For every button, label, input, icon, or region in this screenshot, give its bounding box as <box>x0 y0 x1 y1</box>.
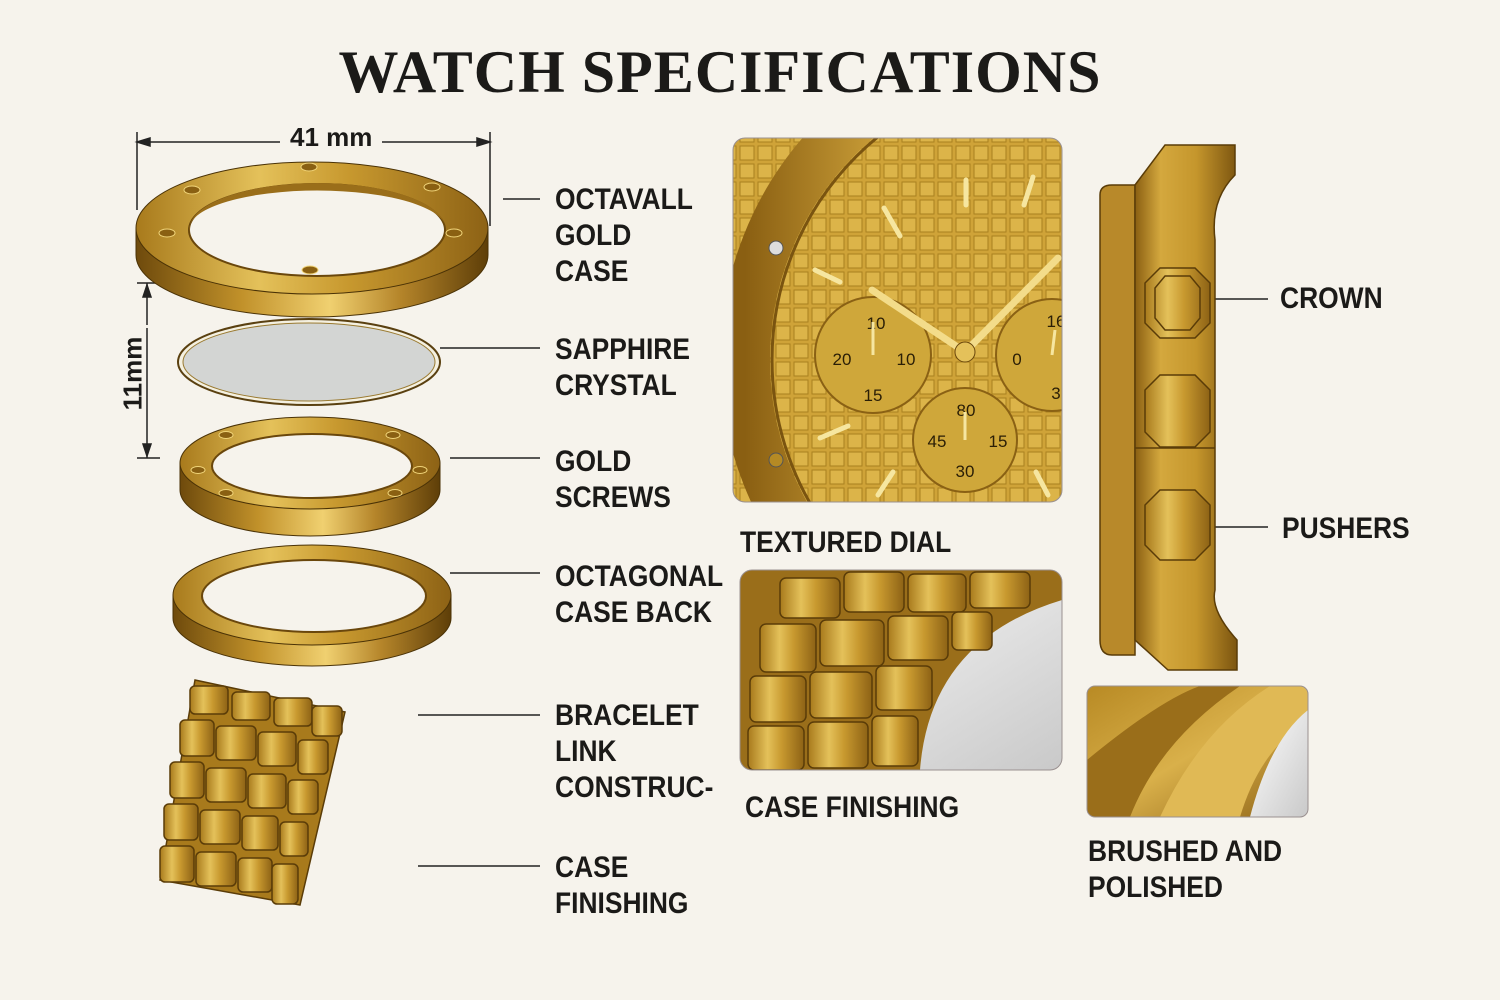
label-case-finishing: CASE FINISHING <box>555 850 688 922</box>
label-line: CRYSTAL <box>555 369 677 402</box>
label-line: OCTAGONAL <box>555 560 724 593</box>
bracelet-closeup <box>740 570 1062 770</box>
crown-icon <box>1144 267 1211 339</box>
left-subdial-number: 10 <box>867 314 886 333</box>
height-dimension-label: 11mm <box>117 336 148 411</box>
brushed-polished-caption: BRUSHED AND POLISHED <box>1088 834 1282 906</box>
left-subdial-number: 15 <box>864 386 883 405</box>
label-line: SCREWS <box>555 481 671 514</box>
pushers-label: PUSHERS <box>1282 512 1410 545</box>
left-subdial-number: 20 <box>833 350 852 369</box>
label-line: SAPPHIRE <box>555 333 690 366</box>
label-sapphire-crystal: SAPPHIRE CRYSTAL <box>555 332 690 404</box>
sapphire-crystal <box>177 318 441 406</box>
label-line: LINK <box>555 735 617 768</box>
height-dimension-lines <box>137 282 160 459</box>
octagonal-gold-case-ring <box>135 161 489 318</box>
crown-label: CROWN <box>1280 282 1383 315</box>
right-subdial-number: 16 <box>1047 312 1066 331</box>
pusher-icon <box>1144 374 1211 448</box>
leader-lines <box>418 198 1268 867</box>
label-line: CASE BACK <box>555 596 712 629</box>
label-line: CASE <box>555 851 629 884</box>
label-line: FINISHING <box>555 887 689 920</box>
right-subdial-number: 3 <box>1051 384 1060 403</box>
bottom-subdial-number: 15 <box>989 432 1008 451</box>
width-dimension-label: 41 mm <box>290 122 373 152</box>
width-dimension-lines <box>134 132 493 226</box>
bottom-subdial-number: 80 <box>957 401 976 420</box>
bracelet-link-illustration <box>159 679 346 906</box>
octagonal-case-back-ring <box>172 544 452 667</box>
gold-screws-ring <box>179 416 441 537</box>
label-line: CONSTRUC- <box>555 771 714 804</box>
label-line: GOLD <box>555 219 632 252</box>
label-line: BRUSHED AND <box>1088 835 1283 868</box>
label-line: OCTAVALL <box>555 183 693 216</box>
textured-dial-closeup: 10 20 10 15 16 0 3 80 45 15 30 <box>733 138 1066 502</box>
label-line: POLISHED <box>1088 871 1223 904</box>
left-subdial-number: 10 <box>897 350 916 369</box>
right-subdial-number: 0 <box>1012 350 1021 369</box>
label-bracelet-link: BRACELET LINK CONSTRUC- <box>555 698 713 806</box>
label-gold-screws: GOLD SCREWS <box>555 444 671 516</box>
label-line: BRACELET <box>555 699 699 732</box>
bottom-subdial-number: 30 <box>956 462 975 481</box>
label-octagonal-case-back: OCTAGONAL CASE BACK <box>555 559 723 631</box>
label-line: GOLD <box>555 445 632 478</box>
pusher-icon <box>1144 489 1211 561</box>
brushed-polished-swatch <box>1087 686 1308 817</box>
bottom-subdial-number: 45 <box>928 432 947 451</box>
label-line: CASE <box>555 255 629 288</box>
label-octagonal-gold-case: OCTAVALL GOLD CASE <box>555 182 693 290</box>
bracelet-caption: CASE FINISHING <box>745 791 960 824</box>
textured-dial-caption: TEXTURED DIAL <box>740 526 952 559</box>
page-title: WATCH SPECIFICATIONS <box>338 39 1102 105</box>
